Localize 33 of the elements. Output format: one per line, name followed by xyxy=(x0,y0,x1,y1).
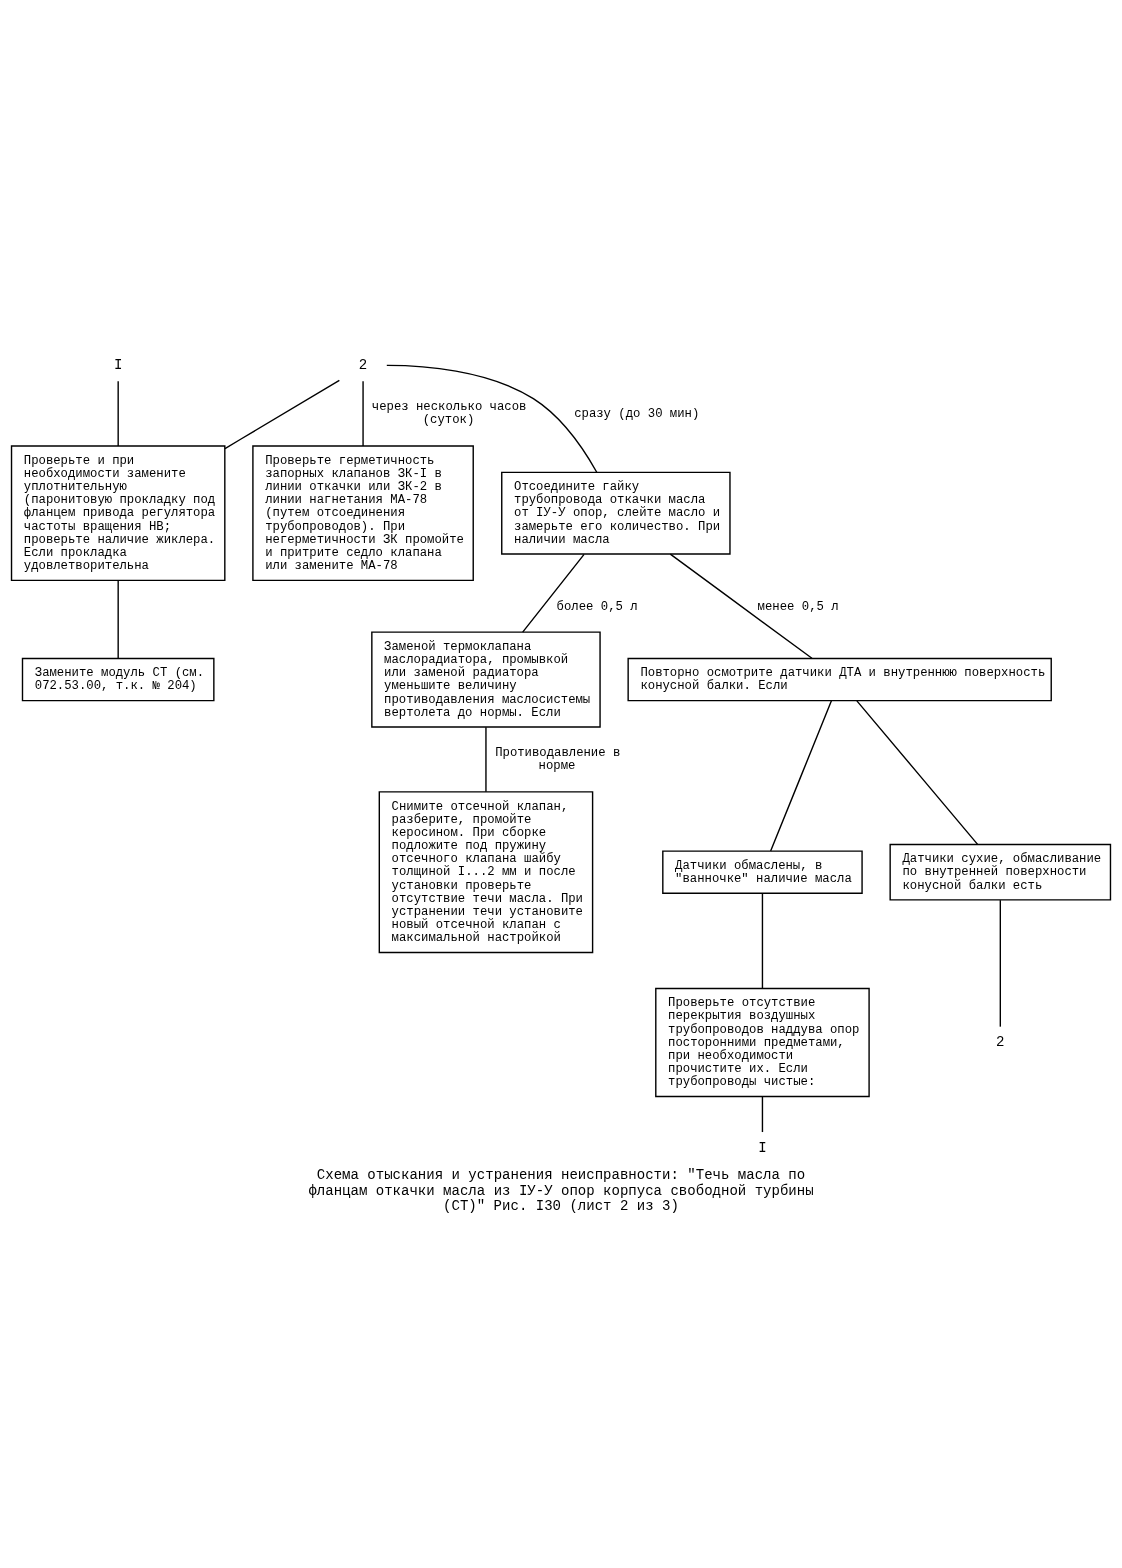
node-text: 2 xyxy=(358,356,368,373)
connector xyxy=(761,892,764,990)
node-box: Датчики сухие, обмасливание по внутренней поверхности конусной балки есть xyxy=(889,843,1112,901)
edge-label: более 0,5 л xyxy=(556,599,638,614)
node-box: Проверьте отсутствие перекрытия воздушных трубопроводов наддува опор посторонними предметами, при необходимости прочистите их. Если трубопроводы чистые: xyxy=(655,987,870,1098)
node-box: Повторно осмотрите датчики ДТА и внутреннюю поверхность конусной балки. Если xyxy=(627,657,1052,702)
node-text: 2 xyxy=(996,1033,1005,1050)
node-box: Проверьте герметичность запорных клапанов ЗК-I в линии откачки или ЗК-2 в линии нагнетания МА-78 (путем отсоединения трубопроводов). При негерметичности ЗК промойте и притрите седло клапана или замените МА-78 xyxy=(252,445,474,582)
node-box: Заменой термоклапана маслорадиатора, промывкой или заменой радиатора уменьшите величину противодавления маслосистемы вертолета до нормы. Если xyxy=(371,631,601,728)
edge-label: менее 0,5 л xyxy=(757,599,839,614)
connector xyxy=(362,380,364,447)
node-box: Отсоедините гайку трубопровода откачки масла от IУ-У опор, слейте масло и замерьте его количество. При наличии масла xyxy=(501,471,731,555)
node-box: Датчики обмаслены, в "ванночке" наличие масла xyxy=(662,850,863,894)
node-text: I xyxy=(113,356,123,373)
connector xyxy=(999,899,1002,1028)
node-box: Замените модуль СТ (см. 072.53.00, т.к. № 204) xyxy=(21,657,215,702)
connector xyxy=(485,726,487,793)
node-box: Проверьте и при необходимости замените уплотнительную (паронитовую прокладку под фланцем привода регулятора частоты вращения НВ; проверьте наличие жиклера. Если прокладка удовлетворительна xyxy=(10,445,226,582)
connector xyxy=(117,579,119,659)
edge-label: Противодавление в норме xyxy=(495,746,621,774)
connector xyxy=(522,553,585,633)
connector xyxy=(224,379,341,450)
connector xyxy=(669,553,813,659)
node-box: Снимите отсечной клапан, разберите, промойте керосином. При сборке подложите под пружину отсечного клапана шайбу толщиной I...2 мм и после установки проверьте отсутствие течи масла. При устранении течи установите новый отсечной клапан с максимальной настройкой xyxy=(378,791,594,954)
edge-label: сразу (до 30 мин) xyxy=(574,407,700,422)
connector xyxy=(386,364,598,473)
edge-label: через несколько часов (суток) xyxy=(371,400,527,428)
connector xyxy=(761,1095,764,1133)
connector xyxy=(769,700,833,852)
node-text: I xyxy=(758,1139,767,1156)
connector xyxy=(117,380,119,447)
caption: Схема отыскания и устранения неисправности: "Течь масла по фланцам откачки масла из IУ-У опор корпуса свободной турбины (СТ)" Рис. I30 (лист 2 из 3) xyxy=(308,1166,814,1215)
connector xyxy=(856,700,979,846)
